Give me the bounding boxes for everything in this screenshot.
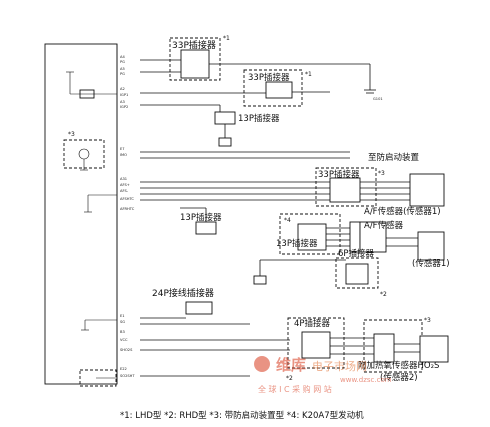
left-component-b xyxy=(63,139,105,171)
connector-13p-b-label: 13P插接器 xyxy=(180,212,222,223)
note-mark-1: *1 xyxy=(223,35,230,42)
note-mark-3b: *3 xyxy=(378,170,385,177)
note-mark-4: *4 xyxy=(284,217,291,224)
svg-text:E7: E7 xyxy=(120,147,125,151)
footnote: *1: LHD型 *2: RHD型 *3: 带防启动装置型 *4: K20A7型… xyxy=(120,410,364,421)
watermark-brand: 维库 xyxy=(276,356,306,374)
svg-text:B3: B3 xyxy=(120,330,125,334)
af-sensor-a-label: A/F传感器(传感器1) xyxy=(364,206,441,217)
connector-33p-c-frame xyxy=(315,167,377,207)
connector-33p-b-body xyxy=(265,81,293,99)
connector-4p-label: 4P插接器 xyxy=(294,318,331,329)
connector-13p-a-body xyxy=(214,111,236,125)
watermark-tagline: 电子市场网 xyxy=(312,359,367,373)
svg-text:AFS+: AFS+ xyxy=(120,183,130,187)
watermark-slogan: 全 球 I C 采 购 网 站 xyxy=(258,384,332,394)
connector-33p-b-label: 33P插接器 xyxy=(248,72,290,83)
svg-text:G101: G101 xyxy=(373,97,383,101)
af-sensor-b-label: A/F传感器 xyxy=(364,220,404,231)
svg-text:A31: A31 xyxy=(120,177,127,181)
svg-text:AFRHTC: AFRHTC xyxy=(120,207,135,211)
connector-13p-b-body xyxy=(195,221,217,235)
svg-text:A3: A3 xyxy=(120,100,125,104)
svg-text:IGP2: IGP2 xyxy=(120,105,128,109)
svg-text:A4: A4 xyxy=(120,55,125,59)
svg-text:PG: PG xyxy=(120,60,125,64)
af-sensor-b-sub-label: (传感器1) xyxy=(412,258,450,269)
ho2s-sub-label: (传感器2) xyxy=(380,372,418,383)
connector-33p-a-frame xyxy=(169,37,221,81)
svg-text:E1: E1 xyxy=(120,314,125,318)
ecm-pin-labels: A4 PG A5 PG A2 IGP1 A3 IGP2 E7 IMO A31 A… xyxy=(120,55,135,378)
connector-33p-a-body xyxy=(180,49,210,79)
svg-text:AFS-: AFS- xyxy=(120,189,129,193)
svg-text:AFSHTC: AFSHTC xyxy=(120,197,134,201)
connector-33p-c-label: 33P插接器 xyxy=(318,169,360,180)
ho2s-sensor-body xyxy=(419,335,449,363)
note-mark-2a: *2 xyxy=(380,291,387,298)
svg-text:IMO: IMO xyxy=(120,153,127,157)
note-mark-3a: *3 xyxy=(68,131,75,138)
connector-33p-c-body xyxy=(329,177,361,203)
af-sensor-a-body xyxy=(409,173,445,207)
connector-24p-label: 24P接线插接器 xyxy=(152,287,214,299)
ho2s-label: 附加热氧传感器HO₂S xyxy=(358,360,439,371)
svg-text:E22: E22 xyxy=(120,367,127,371)
left-component-d xyxy=(81,319,117,331)
left-component-a xyxy=(66,71,117,99)
svg-text:SO2SHT: SO2SHT xyxy=(120,374,135,378)
connector-13p-c-label: 13P插接器 xyxy=(276,238,318,249)
left-component-c xyxy=(84,194,117,213)
svg-text:VCC: VCC xyxy=(120,338,128,342)
to-antistart-label: 至防启动装置 xyxy=(368,152,420,163)
note-mark-1b: *1 xyxy=(305,71,312,78)
watermark-url: www.dzsc.com xyxy=(340,376,392,384)
connector-13p-a-label: 13P插接器 xyxy=(238,113,280,124)
note-mark-3c: *3 xyxy=(424,317,431,324)
svg-text:A5: A5 xyxy=(120,67,125,71)
note-mark-2b: *2 xyxy=(286,375,293,382)
svg-text:PG: PG xyxy=(120,72,125,76)
connector-33p-b-frame xyxy=(243,69,303,107)
svg-text:SHO2S: SHO2S xyxy=(120,348,133,352)
connector-4p-body xyxy=(301,331,331,359)
svg-text:A2: A2 xyxy=(120,87,125,91)
left-component-e xyxy=(79,369,117,387)
ecm-module-box xyxy=(44,43,118,385)
connector-4p-frame xyxy=(287,317,345,369)
connector-33p-a-label: 33P插接器 xyxy=(172,39,216,51)
connector-6p-frame xyxy=(335,257,379,289)
connector-6p-label: 6P插接器 xyxy=(338,248,375,259)
watermark: 维库 电子市场网 www.dzsc.com 全 球 I C 采 购 网 站 xyxy=(254,356,392,394)
svg-text:IGP1: IGP1 xyxy=(120,93,128,97)
connector-24p-body xyxy=(185,301,213,315)
svg-text:SG: SG xyxy=(120,320,125,324)
af-sensor-b-body xyxy=(417,231,445,261)
